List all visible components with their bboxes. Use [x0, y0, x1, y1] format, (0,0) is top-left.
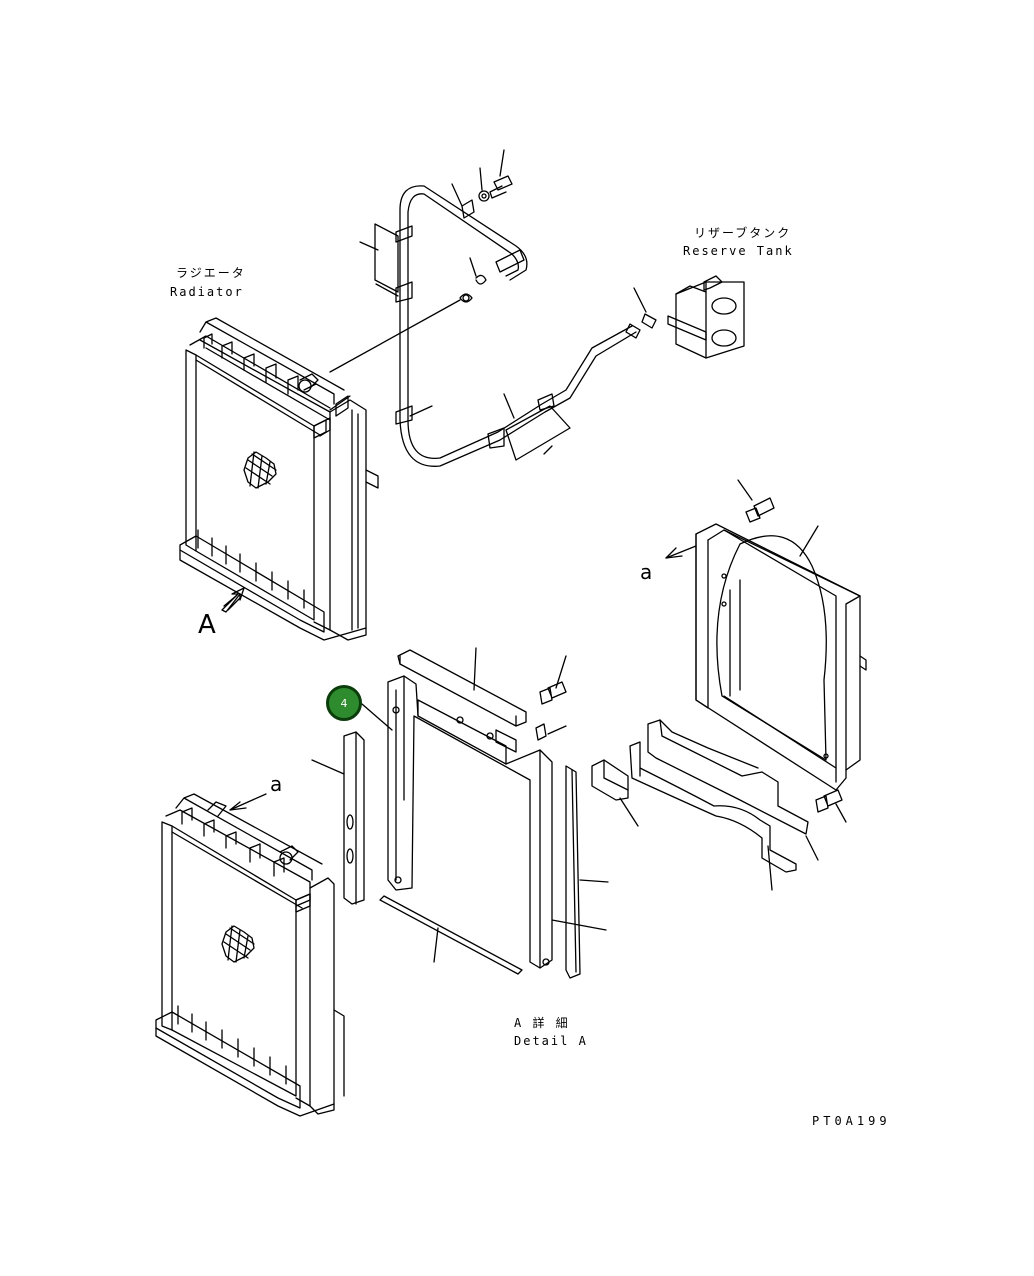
- detail-a-label-jp: A 詳 細: [514, 1016, 570, 1030]
- fan-shroud: [695, 479, 867, 791]
- leader-lines-upper: [359, 149, 647, 455]
- arrow-a-top-label: a: [640, 560, 653, 584]
- view-a-arrow: [221, 587, 245, 613]
- detail-a-parts: [311, 647, 847, 979]
- radiator-label-en: Radiator: [170, 285, 244, 299]
- drawing-code: PT0A199: [812, 1114, 891, 1128]
- radiator-label-jp: ラジエータ: [176, 266, 246, 280]
- hose-assembly: [329, 175, 657, 467]
- arrow-a-bottom-label: a: [270, 772, 283, 796]
- detail-a-label-en: Detail A: [514, 1034, 588, 1048]
- callout-number: 4: [340, 696, 348, 710]
- view-a-label: A: [198, 610, 216, 640]
- reserve-tank-label-jp: リザーブタンク: [694, 226, 792, 240]
- callout-badge-4[interactable]: 4: [326, 685, 362, 721]
- reserve-tank-label-en: Reserve Tank: [683, 244, 794, 258]
- radiator-upper: [179, 317, 379, 641]
- reserve-tank: [667, 275, 745, 359]
- arrow-a-top: [665, 545, 697, 559]
- radiator-lower: [155, 793, 345, 1117]
- arrow-a-bottom: [229, 793, 267, 811]
- callout-leader: [361, 703, 393, 731]
